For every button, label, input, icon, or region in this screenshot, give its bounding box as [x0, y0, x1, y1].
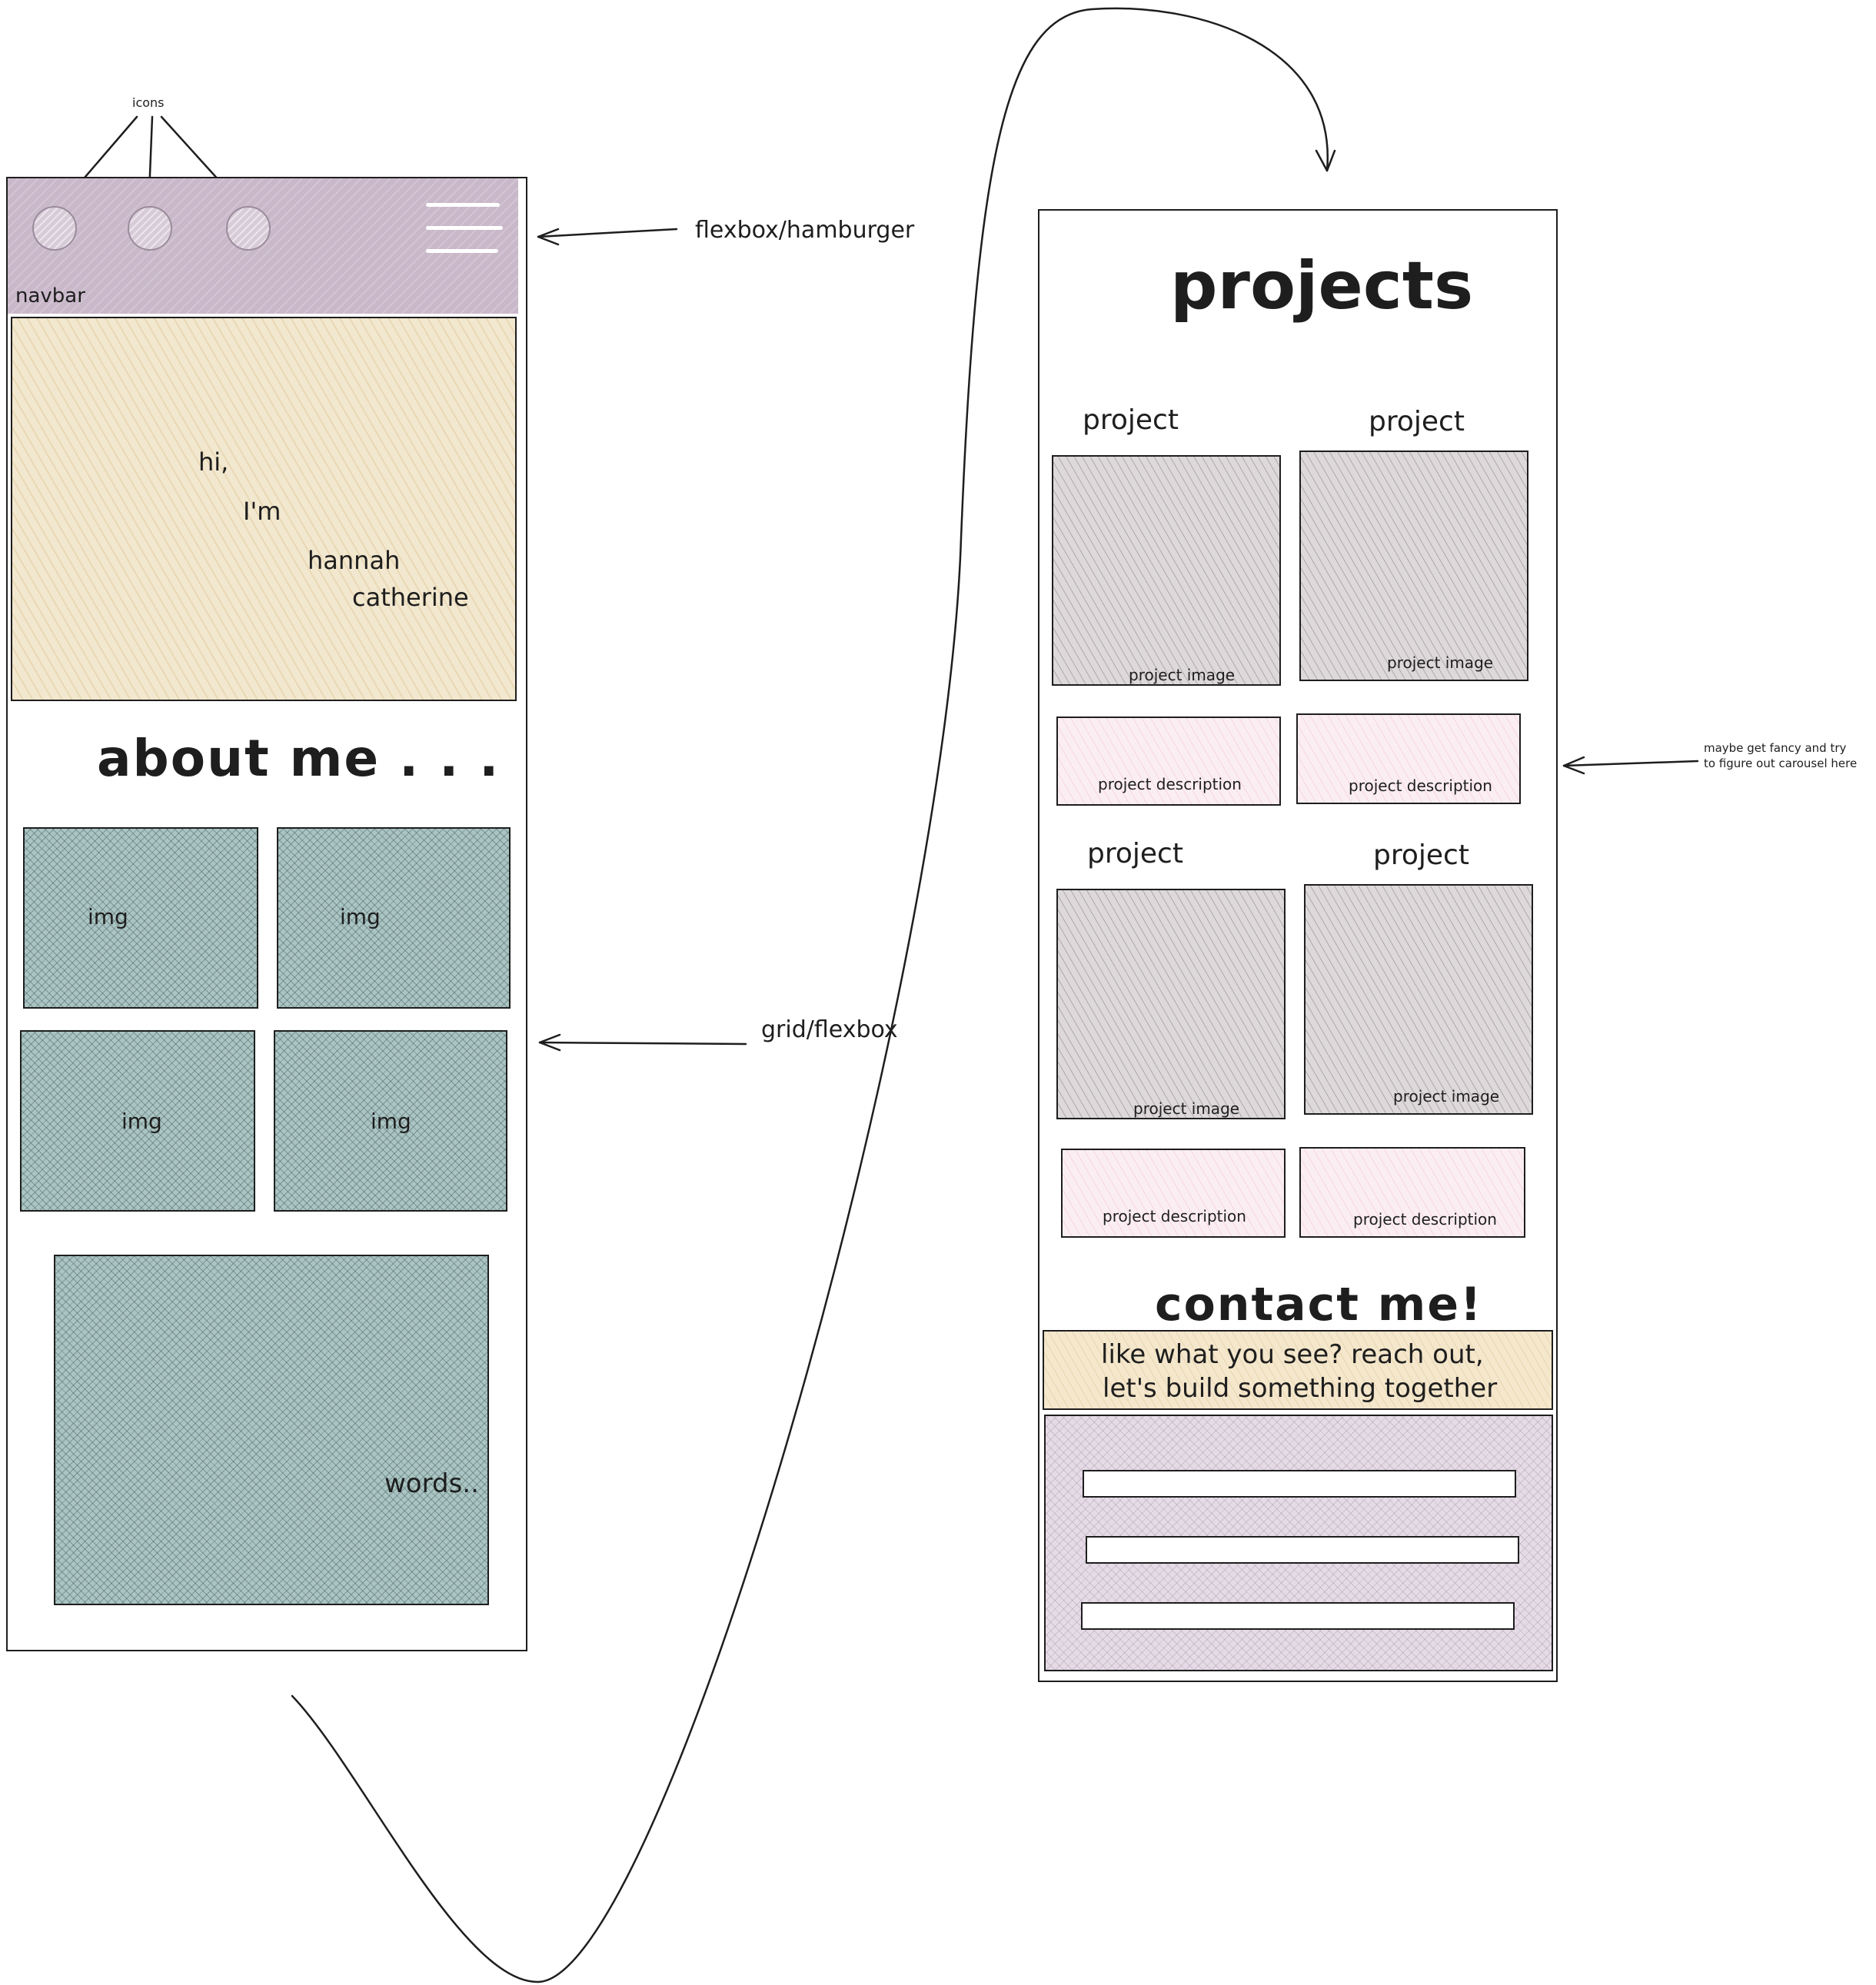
contact-input[interactable] — [1083, 1470, 1516, 1498]
hamburger-icon[interactable] — [426, 201, 503, 255]
contact-input[interactable] — [1086, 1536, 1519, 1564]
project-title: project — [1083, 404, 1179, 436]
project-title: project — [1087, 838, 1183, 869]
project-description-label: project description — [1098, 775, 1242, 793]
grid-annotation: grid/flexbox — [761, 1016, 898, 1043]
about-image-4: img — [274, 1030, 507, 1212]
flexbox-arrow-head — [537, 228, 560, 246]
hero-line-2: I'm — [243, 497, 281, 526]
projects-title: projects — [1170, 248, 1474, 324]
project-image-label: project image — [1129, 666, 1236, 684]
navbar-label: navbar — [15, 284, 85, 308]
about-image-1: img — [23, 827, 258, 1009]
project-image[interactable]: project image — [1304, 884, 1533, 1115]
page-connector-curve — [291, 7, 1329, 1983]
project-description: project description — [1056, 717, 1281, 806]
img-label: img — [121, 1109, 162, 1134]
project-description: project description — [1296, 713, 1521, 804]
carousel-annotation-line1: maybe get fancy and try — [1704, 741, 1847, 755]
hamburger-bar — [426, 226, 503, 230]
about-image-3: img — [20, 1030, 255, 1212]
carousel-annotation-line2: to figure out carousel here — [1704, 756, 1858, 770]
project-description: project description — [1299, 1147, 1525, 1238]
project-image-label: project image — [1387, 653, 1494, 672]
circle-icon[interactable] — [32, 206, 77, 251]
project-image-label: project image — [1133, 1099, 1240, 1118]
project-title: project — [1373, 840, 1469, 871]
about-words-box: words.. — [54, 1255, 489, 1605]
project-image[interactable]: project image — [1056, 889, 1286, 1119]
contact-blurb: like what you see? reach out, let's buil… — [1043, 1330, 1553, 1410]
contact-blurb-line-2: let's build something together — [1103, 1373, 1498, 1404]
hamburger-bar — [426, 203, 500, 207]
words-label: words.. — [384, 1468, 479, 1499]
contact-input[interactable] — [1081, 1602, 1515, 1630]
hamburger-bar — [426, 249, 498, 253]
project-description-label: project description — [1353, 1210, 1497, 1229]
contact-blurb-line-1: like what you see? reach out, — [1101, 1339, 1484, 1370]
circle-icon[interactable] — [128, 206, 172, 251]
about-image-2: img — [277, 827, 511, 1009]
project-title: project — [1369, 406, 1465, 437]
flexbox-annotation: flexbox/hamburger — [695, 217, 915, 244]
hero-line-3: hannah — [308, 546, 401, 575]
project-image[interactable]: project image — [1052, 455, 1281, 686]
hero-line-1: hi, — [198, 447, 229, 477]
img-label: img — [340, 904, 381, 929]
carousel-arrow-head — [1562, 756, 1585, 775]
project-description-label: project description — [1103, 1207, 1246, 1225]
grid-arrow-head — [538, 1033, 561, 1052]
hero-line-4: catherine — [352, 583, 469, 612]
hero-section: hi, I'm hannah catherine — [11, 317, 517, 701]
icons-annotation: icons — [132, 95, 165, 110]
project-image-label: project image — [1393, 1087, 1500, 1106]
contact-form — [1044, 1415, 1553, 1671]
about-title: about me . . . — [97, 729, 501, 788]
carousel-arrow — [1562, 760, 1699, 767]
project-description: project description — [1061, 1149, 1286, 1238]
page-connector-head — [1315, 149, 1336, 172]
img-label: img — [88, 904, 128, 929]
circle-icon[interactable] — [226, 206, 271, 251]
project-description-label: project description — [1349, 776, 1492, 795]
img-label: img — [371, 1109, 411, 1134]
project-image[interactable]: project image — [1299, 451, 1528, 681]
grid-arrow — [538, 1041, 747, 1046]
contact-title: contact me! — [1155, 1278, 1483, 1332]
navbar: navbar — [8, 178, 518, 314]
flexbox-arrow — [537, 228, 678, 238]
